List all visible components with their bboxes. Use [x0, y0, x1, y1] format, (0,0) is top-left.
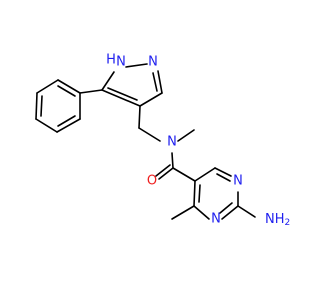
bond [57, 115, 76, 127]
bond [40, 95, 43, 117]
atom-label-n: N [265, 212, 275, 227]
bond [138, 105, 141, 129]
atom-label-o: O [147, 174, 157, 189]
atom-label-nh2: NH2 [265, 212, 290, 229]
bond [198, 184, 201, 203]
bond [57, 79, 81, 94]
bond [125, 63, 148, 68]
bond [194, 167, 216, 182]
bond [171, 152, 174, 169]
atom-label-n: N [167, 135, 177, 150]
bond [214, 167, 232, 177]
bond [219, 202, 233, 214]
bond [171, 205, 195, 220]
bond [158, 167, 174, 180]
bond [139, 92, 163, 107]
bond [221, 205, 239, 220]
atom-label-n: N [211, 212, 221, 227]
bond [101, 89, 141, 107]
bond [193, 205, 210, 220]
subscript-2: 2 [285, 218, 291, 228]
bond [56, 118, 81, 133]
bond [172, 167, 196, 182]
bond [57, 85, 76, 97]
bond [237, 205, 256, 218]
bond [36, 79, 59, 94]
bond [193, 180, 196, 207]
atom-label-h: H [106, 53, 116, 68]
bond [177, 129, 195, 142]
bond [152, 72, 158, 92]
atom-label-n: N [116, 55, 126, 70]
atom-label-h: H [275, 212, 285, 227]
molecule-structure: H N N N O N N NH2 [35, 53, 290, 229]
bond [107, 87, 138, 101]
bond [35, 92, 38, 120]
bond [79, 89, 103, 94]
bond [155, 164, 171, 177]
bond [157, 70, 163, 94]
atom-labels: H N N N O N N NH2 [106, 53, 290, 229]
atom-label-n: N [148, 55, 158, 70]
bond [138, 127, 161, 142]
bond [216, 173, 231, 182]
bond [101, 71, 115, 91]
bonds [35, 63, 256, 220]
atom-label-n: N [233, 174, 243, 189]
bond [35, 118, 58, 133]
